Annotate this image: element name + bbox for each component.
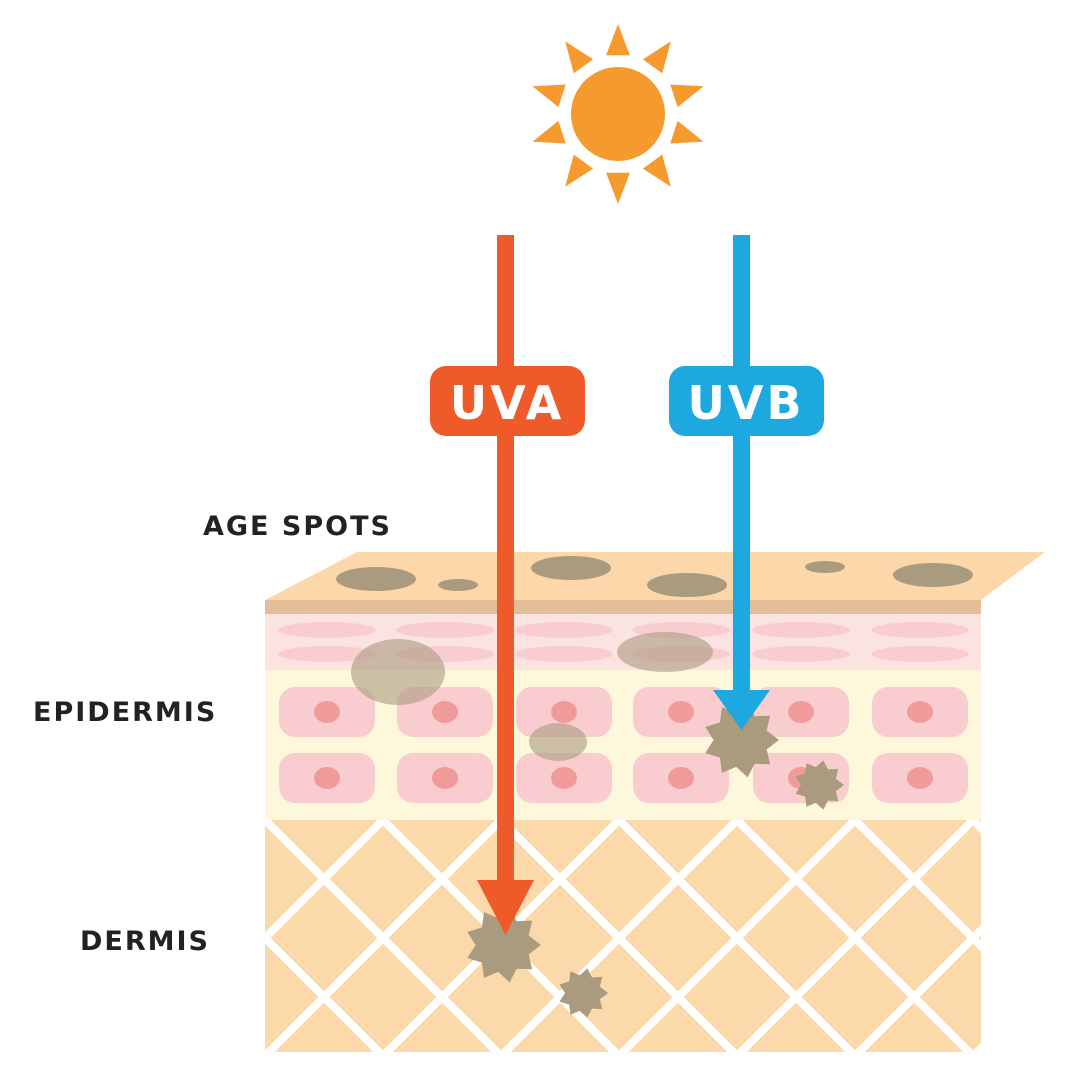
cell-nucleus [907, 701, 933, 723]
cell-nucleus [432, 767, 458, 789]
age-spot [617, 632, 713, 672]
sun-ray [532, 120, 566, 144]
cell-nucleus [432, 701, 458, 723]
age-spot [805, 561, 845, 573]
cell-nucleus [907, 767, 933, 789]
uva-ray: UVA [430, 235, 585, 935]
uva-badge [430, 366, 585, 436]
cell-nucleus [314, 701, 340, 723]
collagen-fiber [971, 1042, 981, 1052]
sun-disc [571, 67, 665, 161]
sun-ray [670, 84, 704, 108]
flat-cell [278, 622, 376, 638]
sun-icon [532, 24, 704, 204]
age-spot [647, 573, 727, 597]
collagen-fiber [265, 820, 504, 1052]
cell-nucleus [788, 701, 814, 723]
flat-cell [752, 646, 850, 662]
uvb-ray: UVB [669, 235, 824, 730]
collagen-fiber [853, 924, 981, 1052]
sun-ray [642, 154, 671, 187]
pigment-cluster [559, 968, 608, 1018]
flat-cell [515, 646, 613, 662]
sun-ray [606, 172, 630, 204]
collagen-fiber [499, 820, 740, 1052]
sun-ray [565, 154, 594, 187]
uvb-badge [669, 366, 824, 436]
age-spots-label: AGE SPOTS [203, 511, 392, 542]
cell-nucleus [551, 767, 577, 789]
dermis-label: DERMIS [80, 926, 210, 957]
uva-label: UVA [450, 376, 564, 430]
flat-cell [396, 622, 494, 638]
sun-ray [565, 41, 594, 74]
pigment-cluster [795, 760, 844, 810]
collagen-fiber [617, 820, 858, 1052]
deep-pigment-group [467, 702, 844, 1018]
sun-ray [642, 41, 671, 74]
cell-nucleus [668, 701, 694, 723]
uva-arrow-shaft [497, 235, 514, 885]
collagen-fiber [735, 820, 976, 1052]
age-spot [438, 579, 478, 591]
flat-cell [515, 622, 613, 638]
dermis-collagen-grid [0, 820, 981, 1060]
flat-cell [278, 646, 376, 662]
skin-surface-edge [265, 600, 981, 614]
age-spot-group [336, 556, 973, 761]
age-spot [336, 567, 416, 591]
age-spot [531, 556, 611, 580]
pigment-cluster [705, 702, 779, 778]
cell-nucleus [314, 767, 340, 789]
sun-ray [670, 120, 704, 144]
sun-ray [606, 24, 630, 56]
collagen-fiber [0, 820, 29, 1060]
flat-cell [752, 622, 850, 638]
sun-ray [532, 84, 566, 108]
uvb-label: UVB [687, 376, 804, 430]
uvb-arrow-shaft [733, 235, 750, 695]
arrow-down-icon [477, 880, 534, 935]
arrow-down-icon [713, 690, 770, 730]
age-spot [351, 639, 445, 705]
epidermis-label: EPIDERMIS [33, 697, 217, 728]
cell-nucleus [668, 767, 694, 789]
age-spot [529, 723, 587, 761]
age-spot [893, 563, 973, 587]
collagen-fiber [970, 820, 981, 834]
flat-cell [871, 622, 969, 638]
pigment-cluster [467, 907, 541, 983]
collagen-fiber [265, 820, 386, 944]
cell-nucleus [551, 701, 577, 723]
flat-cell [871, 646, 969, 662]
